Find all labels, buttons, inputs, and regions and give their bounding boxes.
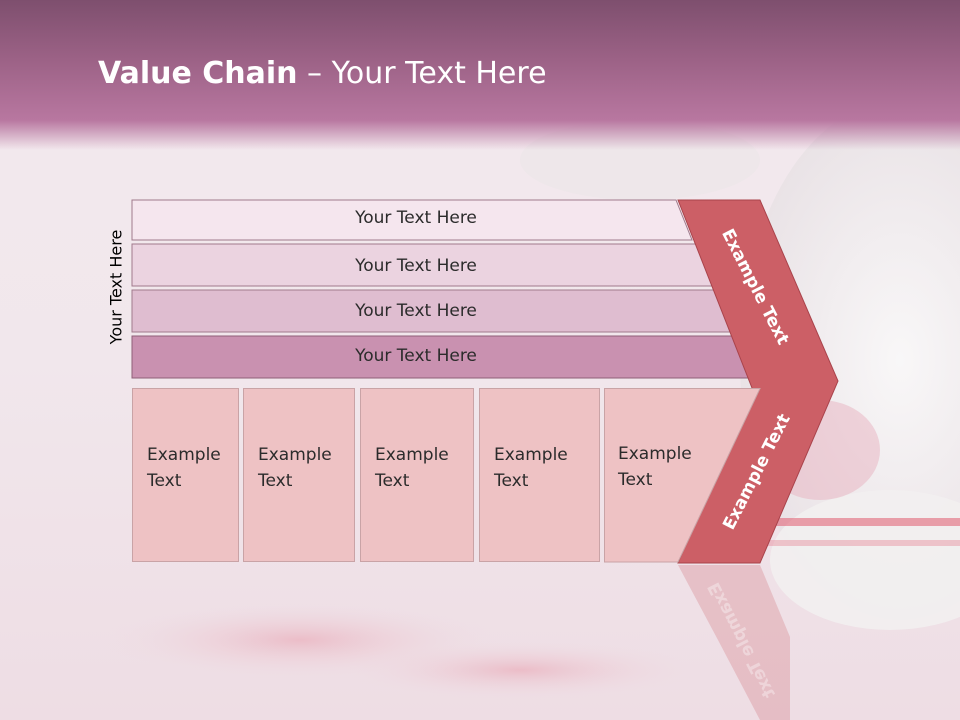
activity-box-4-label: Example Text [494, 445, 568, 491]
activity-box-5-label: Example Text [618, 444, 692, 490]
box-5-reflection: Example Text [604, 406, 724, 563]
activity-box-2[interactable]: Example Text [243, 388, 355, 562]
chevron-reflection [678, 565, 790, 720]
activity-box-1[interactable]: Example Text [132, 388, 239, 562]
bar-2-label: Your Text Here [355, 256, 477, 276]
bar-4-label: Your Text Here [355, 346, 477, 366]
activity-box-4[interactable]: Example Text [479, 388, 600, 562]
page-title: Value Chain – Your Text Here [98, 54, 547, 94]
title-band [0, 0, 960, 150]
bar-1[interactable] [131, 199, 693, 241]
activity-box-1-label: Example Text [147, 445, 221, 491]
box-4-reflection: Example Text [479, 406, 600, 563]
activity-box-3-label: Example Text [375, 445, 449, 491]
title-rest: – Your Text Here [297, 56, 547, 91]
activity-box-5[interactable] [604, 388, 764, 564]
box-3-reflection: Example Text [360, 406, 474, 563]
activity-box-3[interactable]: Example Text [360, 388, 474, 562]
title-bold: Value Chain [98, 56, 298, 91]
bar-3-label: Your Text Here [355, 301, 477, 321]
box-1-reflection: Example Text [132, 406, 239, 563]
bar-1-label: Your Text Here [355, 208, 477, 228]
box-2-reflection: Example Text [243, 406, 355, 563]
activity-box-2-label: Example Text [258, 445, 332, 491]
